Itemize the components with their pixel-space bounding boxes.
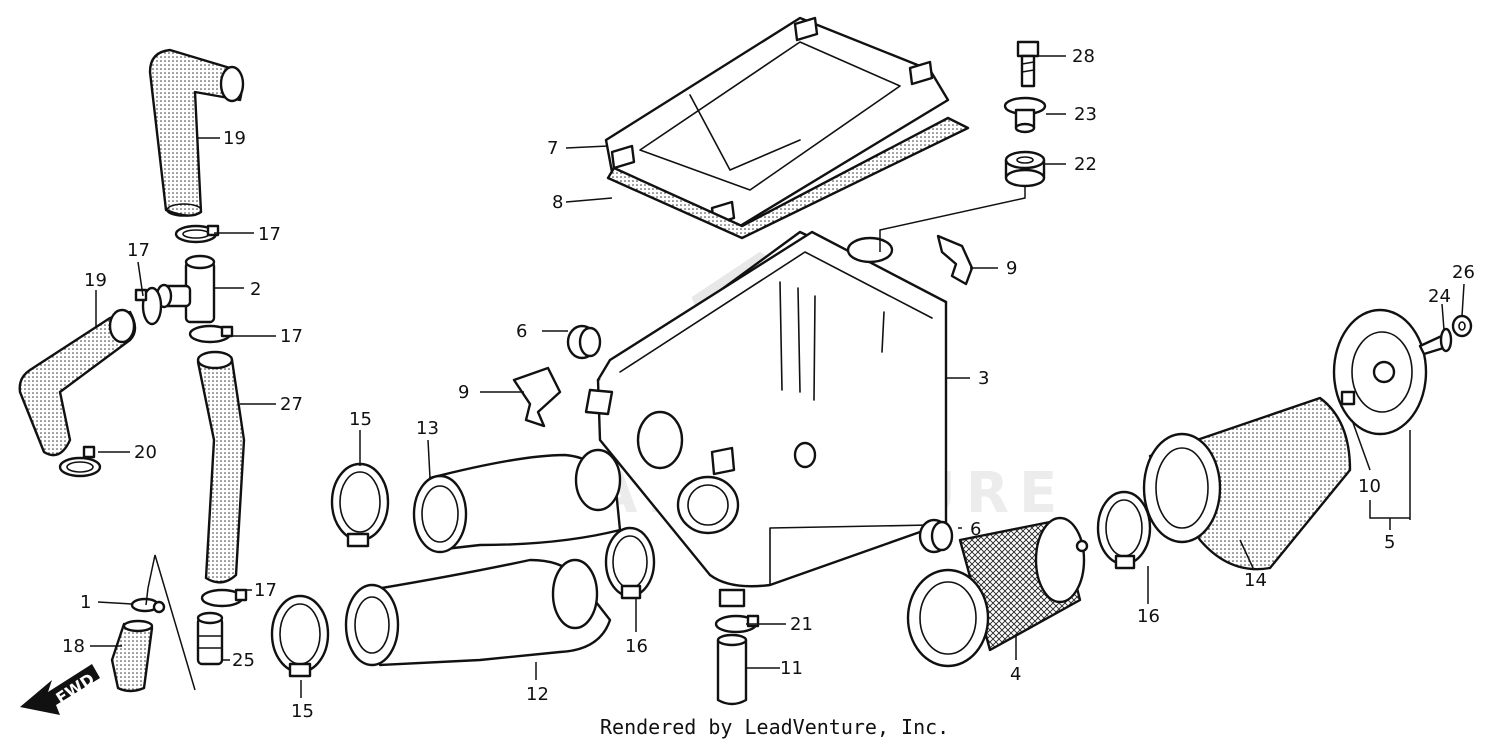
tube-band bbox=[1096, 490, 1152, 570]
case-clip bbox=[936, 234, 974, 286]
callout-9: 9 bbox=[458, 382, 469, 403]
callout-19a: 19 bbox=[223, 128, 246, 149]
flange-bolt bbox=[1016, 40, 1040, 88]
callout-21: 21 bbox=[790, 614, 813, 635]
callout-15b: 15 bbox=[291, 701, 314, 722]
tube-band bbox=[330, 462, 390, 548]
callout-6: 6 bbox=[516, 321, 527, 342]
breather-hose-left bbox=[18, 308, 137, 457]
callout-28: 28 bbox=[1072, 46, 1095, 67]
callout-7: 7 bbox=[547, 138, 558, 159]
callout-2: 2 bbox=[250, 279, 261, 300]
callout-14: 14 bbox=[1244, 570, 1267, 591]
callout-18: 18 bbox=[62, 636, 85, 657]
callout-24: 24 bbox=[1428, 286, 1451, 307]
callout-20: 20 bbox=[134, 442, 157, 463]
connecting-tube-upper bbox=[412, 448, 622, 554]
hose-clamp bbox=[174, 224, 220, 244]
callout-labels: 1 2 3 4 5 6 6 7 8 9 9 10 11 12 13 14 15 … bbox=[62, 46, 1475, 722]
callout-9b: 9 bbox=[1006, 258, 1017, 279]
callout-25: 25 bbox=[232, 650, 255, 671]
drain-clamp bbox=[714, 614, 760, 634]
element-holder bbox=[1332, 308, 1452, 436]
case-clip bbox=[512, 366, 562, 428]
callout-11: 11 bbox=[780, 658, 803, 679]
drain-plug bbox=[196, 611, 224, 666]
hose-clamp bbox=[188, 324, 234, 344]
leader-lines bbox=[90, 55, 1465, 698]
hose-clamp bbox=[200, 588, 248, 608]
callout-5: 5 bbox=[1384, 532, 1395, 553]
air-cleaner-foam bbox=[1142, 396, 1352, 571]
air-cleaner-case-cover bbox=[604, 16, 950, 228]
callout-15: 15 bbox=[349, 409, 372, 430]
tube-band bbox=[270, 594, 330, 678]
callout-1: 1 bbox=[80, 592, 91, 613]
callout-17d: 17 bbox=[254, 580, 277, 601]
callout-13: 13 bbox=[416, 418, 439, 439]
rendered-by-footer: Rendered by LeadVenture, Inc. bbox=[600, 715, 949, 739]
callout-8: 8 bbox=[552, 192, 563, 213]
tube-band bbox=[604, 526, 656, 600]
hose-clamp bbox=[130, 597, 166, 614]
drain-tube bbox=[716, 633, 748, 706]
callout-16: 16 bbox=[625, 636, 648, 657]
callout-12: 12 bbox=[526, 684, 549, 705]
callout-19b: 19 bbox=[84, 270, 107, 291]
breather-hose-upper bbox=[148, 48, 245, 217]
rubber-mount bbox=[1004, 150, 1046, 188]
callout-17a: 17 bbox=[258, 224, 281, 245]
callout-26: 26 bbox=[1452, 262, 1475, 283]
callout-10: 10 bbox=[1358, 476, 1381, 497]
callout-3: 3 bbox=[978, 368, 989, 389]
air-cleaner-case-seal bbox=[606, 116, 970, 240]
drain-hose bbox=[196, 350, 246, 584]
callout-4: 4 bbox=[1010, 664, 1021, 685]
nut bbox=[1451, 314, 1473, 338]
air-cleaner-element bbox=[906, 516, 1089, 668]
connecting-tube-lower bbox=[344, 558, 612, 667]
callout-22: 22 bbox=[1074, 154, 1097, 175]
collar bbox=[1003, 96, 1047, 134]
fwd-arrow: FWD bbox=[20, 664, 100, 715]
grommet bbox=[918, 518, 954, 554]
hose-clamp bbox=[134, 286, 163, 326]
hose-joint bbox=[155, 254, 216, 324]
grommet bbox=[566, 324, 602, 360]
callout-17c: 17 bbox=[280, 326, 303, 347]
hose-clamp bbox=[58, 445, 102, 478]
callout-16b: 16 bbox=[1137, 606, 1160, 627]
callout-17b: 17 bbox=[127, 240, 150, 261]
callout-23: 23 bbox=[1074, 104, 1097, 125]
callout-27: 27 bbox=[280, 394, 303, 415]
washer bbox=[1439, 327, 1453, 353]
drain-tube bbox=[110, 619, 154, 693]
callout-6b: 6 bbox=[970, 519, 981, 540]
group-bracket bbox=[147, 554, 196, 691]
